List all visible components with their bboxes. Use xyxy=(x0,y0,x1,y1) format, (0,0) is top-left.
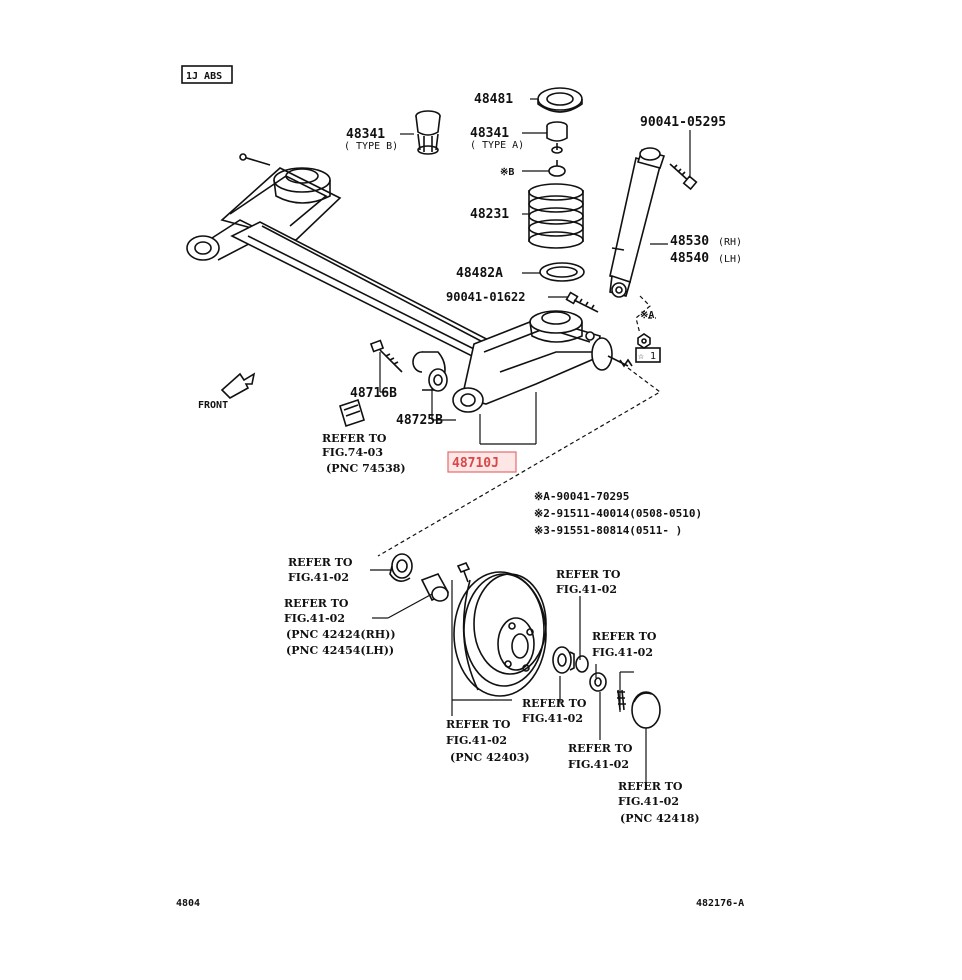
leader-lines-lower xyxy=(370,569,647,782)
nut-ref-line2: FIG.41-02 xyxy=(568,758,629,771)
bearing-ref-line1: REFER TO xyxy=(288,556,353,569)
drum-ref-line2: FIG.41-02 xyxy=(446,734,507,747)
hub-bolt-drawing xyxy=(456,561,471,583)
drum-ref-line1: REFER TO xyxy=(446,718,511,731)
outer-bearing-drawing xyxy=(389,553,413,582)
label-shock-rh-side: (RH) xyxy=(718,237,742,248)
note-line1: ※A-90041-70295 xyxy=(534,490,629,503)
label-boot-type-a-sub: ( TYPE A) xyxy=(470,140,524,151)
star-box-text: ☆ 1 xyxy=(638,351,656,362)
cotter-pin-drawing xyxy=(617,689,626,711)
label-boot-type-b: 48341 xyxy=(346,127,385,142)
header-badge: 1J ABS xyxy=(181,65,233,84)
bolt-top-drawing xyxy=(669,163,698,191)
grease-cap-drawing xyxy=(631,691,661,729)
hub-ref-line3: (PNC 42424(RH)) xyxy=(286,628,396,641)
label-shock-lh-side: (LH) xyxy=(718,254,742,265)
insulator-top-drawing xyxy=(537,87,583,113)
bearing2-ref-line2: FIG.41-02 xyxy=(522,712,583,725)
label-boot-type-a: 48341 xyxy=(470,126,509,141)
brake-drum-drawing xyxy=(453,571,547,697)
footer-left: 4804 xyxy=(176,898,200,909)
hub-ref-line4: (PNC 42454(LH)) xyxy=(286,644,394,657)
shock-absorber-drawing xyxy=(609,147,666,298)
nut-a-drawing xyxy=(637,333,651,349)
refer-tag-icon xyxy=(339,398,365,428)
label-beam-assy[interactable]: 48710J xyxy=(452,456,499,471)
bearing-ref-line2: FIG.41-02 xyxy=(288,571,349,584)
label-boot-type-b-sub: ( TYPE B) xyxy=(344,141,398,152)
label-shock-rh: 48530 xyxy=(670,234,709,249)
beam-ref-line3: (PNC 74538) xyxy=(326,462,406,475)
hub-ref-line1: REFER TO xyxy=(284,597,349,610)
cap-ref-line2: FIG.41-02 xyxy=(618,795,679,808)
leader-lines-upper xyxy=(379,98,691,445)
label-bushing: 48725B xyxy=(396,413,443,428)
part-labels: 48341 ( TYPE B) 48481 48341 ( TYPE A) ※B… xyxy=(198,92,742,473)
seal-ref-line1: REFER TO xyxy=(556,568,621,581)
hub-nut-drawing xyxy=(589,672,607,692)
coil-spring-drawing xyxy=(528,183,584,249)
label-insulator-top: 48481 xyxy=(474,92,513,107)
inner-bearing-drawing xyxy=(552,646,575,674)
beam-ref-line1: REFER TO xyxy=(322,432,387,445)
header-badge-text: 1J ABS xyxy=(186,71,222,82)
pin-ref-line2: FIG.41-02 xyxy=(592,646,653,659)
label-coil-spring: 48231 xyxy=(470,207,509,222)
star-box: ☆ 1 xyxy=(635,347,661,363)
cap-ref-line1: REFER TO xyxy=(618,780,683,793)
pin-ref-line1: REFER TO xyxy=(592,630,657,643)
seal-ref-line2: FIG.41-02 xyxy=(556,583,617,596)
drum-ref-line3: (PNC 42403) xyxy=(450,751,530,764)
boot-type-a-drawing xyxy=(546,121,568,154)
footer-right: 482176-A xyxy=(696,898,744,909)
bump-stopper-drawing xyxy=(548,160,566,177)
label-beam-bolt: 48716B xyxy=(350,386,397,401)
front-arrow xyxy=(220,372,256,399)
label-front: FRONT xyxy=(198,400,228,411)
nut-ref-line1: REFER TO xyxy=(568,742,633,755)
beam-bolt-drawing xyxy=(369,339,403,373)
beam-assy-highlight[interactable] xyxy=(447,451,517,473)
label-mark-a: ※A xyxy=(640,310,654,321)
bolt-mid-drawing xyxy=(565,291,599,313)
seal-ring-drawing xyxy=(575,655,589,673)
hub-ref-line2: FIG.41-02 xyxy=(284,612,345,625)
refer-labels: REFER TO FIG.74-03 (PNC 74538) ※A-90041-… xyxy=(284,432,702,825)
cap-ref-line3: (PNC 42418) xyxy=(620,812,700,825)
note-line2: ※2-91511-40014(0508-0510) xyxy=(534,507,702,520)
boot-type-b-drawing xyxy=(415,110,441,155)
label-bolt-mid: 90041-01622 xyxy=(446,290,525,304)
bearing2-ref-line1: REFER TO xyxy=(522,697,587,710)
label-insulator-low: 48482A xyxy=(456,266,503,281)
beam-ref-line2: FIG.74-03 xyxy=(322,446,383,459)
note-line3: ※3-91551-80814(0511- ) xyxy=(534,524,682,537)
label-shock-lh: 48540 xyxy=(670,251,709,266)
bushing-drawing xyxy=(412,351,448,392)
insulator-low-drawing xyxy=(539,262,585,282)
axle-beam-drawing xyxy=(186,153,633,413)
label-bolt-top: 90041-05295 xyxy=(640,115,726,130)
label-mark-b: ※B xyxy=(500,167,514,178)
